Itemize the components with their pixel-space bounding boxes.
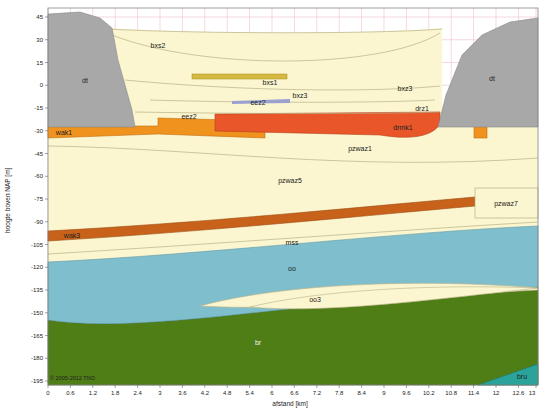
layer-name: wak1	[56, 129, 72, 136]
axis-tick-label: 4.8	[223, 390, 231, 396]
layer-name: bxz3	[293, 92, 308, 99]
layer-name: drz1	[415, 105, 429, 112]
axis-tick-label: 9.6	[402, 390, 410, 396]
axis-tick-label: -180	[31, 355, 43, 361]
grid-lines	[48, 8, 538, 385]
layer-name: dt	[82, 77, 88, 84]
axis-tick-label: -150	[31, 310, 43, 316]
layer-boundary	[48, 146, 538, 162]
layer-name: wak3	[64, 232, 80, 239]
sediment-ground	[48, 126, 538, 385]
upper-boundaries	[108, 29, 442, 114]
axis-tick-label: 6.6	[290, 390, 298, 396]
layer-name: bru	[517, 373, 527, 380]
lens-layer	[250, 287, 538, 309]
axis-tick-label: -90	[34, 219, 43, 225]
axis-tick-label: -120	[31, 264, 43, 270]
layer-name: pzwaz7	[494, 200, 518, 207]
blue-layer	[48, 226, 538, 324]
axis-title: hoogte boven NAP [m]	[6, 167, 13, 232]
layer-name: bxs2	[151, 42, 166, 49]
orange-band	[48, 197, 475, 241]
axis-tick-label: -45	[34, 151, 43, 157]
layer-name: drmk1	[393, 124, 412, 131]
axis-tick-label: -135	[31, 287, 43, 293]
red-layer	[215, 112, 440, 137]
axis-tick-label: 1.2	[89, 390, 97, 396]
copyright-note: © 2005-2012 TNO	[50, 376, 95, 382]
axis-tick-label: 2.4	[133, 390, 141, 396]
layer-name: bxz3	[398, 85, 413, 92]
layer-name: eez2	[250, 99, 265, 106]
layer-name: pzwaz5	[278, 177, 302, 184]
axis-tick-label: -60	[34, 173, 43, 179]
axis-tick-label: -30	[34, 128, 43, 134]
yellow-bar	[192, 74, 287, 79]
axis-title: afstand [km]	[272, 401, 307, 408]
axis-tick-label: 12.6	[513, 390, 525, 396]
axis-tick-label: 10.8	[445, 390, 457, 396]
salt-dome-right	[438, 18, 538, 127]
axis-ticks	[45, 17, 536, 388]
axis-tick-label: 12	[493, 390, 500, 396]
axis-tick-label: 10.2	[423, 390, 435, 396]
axis-tick-label: 9	[382, 390, 385, 396]
layer-name: dt	[489, 75, 495, 82]
axis-tick-label: 4.2	[201, 390, 209, 396]
axis-tick-label: -15	[34, 105, 43, 111]
axis-tick-label: 45	[36, 14, 43, 20]
axis-tick-label: 30	[36, 37, 43, 43]
layer-name: oo3	[309, 296, 321, 303]
axis-tick-label: 7.8	[335, 390, 343, 396]
axis-tick-label: 5.4	[245, 390, 253, 396]
axis-tick-label: 0	[46, 390, 49, 396]
layer-name: eez2	[181, 113, 196, 120]
box-layer	[475, 188, 538, 218]
axis-tick-label: 0.6	[66, 390, 74, 396]
axis-tick-label: 7.2	[313, 390, 321, 396]
axis-tick-label: 0	[40, 82, 43, 88]
salt-dome-left	[48, 12, 135, 127]
plot-ground	[48, 8, 538, 385]
layer-name: bxs1	[263, 79, 278, 86]
axis-tick-label: -165	[31, 333, 43, 339]
axis-tick-label: -195	[31, 378, 43, 384]
layer-name: oo	[288, 265, 296, 272]
axis-tick-label: 11.4	[468, 390, 479, 396]
plot-frame	[48, 8, 538, 385]
axis-tick-label: 8.4	[357, 390, 365, 396]
axis-tick-label: 13	[529, 390, 536, 396]
axis-tick-label: -75	[34, 196, 43, 202]
axis-tick-label: 3	[158, 390, 161, 396]
axis-tick-label: 1.8	[111, 390, 119, 396]
axis-tick-label: -105	[31, 242, 43, 248]
axis-tick-label: 3.6	[178, 390, 186, 396]
axis-tick-label: 15	[36, 60, 43, 66]
layer-name: pzwaz1	[348, 145, 372, 152]
layer-name: br	[255, 339, 261, 346]
axis-tick-label: 6	[270, 390, 273, 396]
teal-layer	[478, 364, 538, 385]
layer-name: mss	[286, 239, 299, 246]
